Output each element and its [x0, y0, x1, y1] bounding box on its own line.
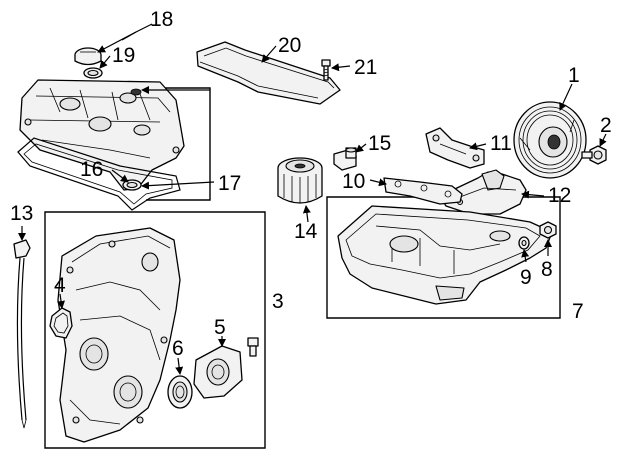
crankshaft-oil-seal[interactable]: [167, 375, 193, 409]
oil-filler-cap[interactable]: [74, 47, 102, 66]
callout-4: 4: [54, 274, 66, 297]
callout-7: 7: [572, 300, 584, 323]
callout-11: 11: [490, 132, 512, 155]
oil-filter[interactable]: [277, 157, 323, 204]
valve-cover-group-bracket: [143, 87, 211, 201]
callout-5: 5: [214, 316, 226, 339]
callout-1: 1: [568, 64, 580, 87]
callout-9: 9: [520, 266, 532, 289]
callout-12: 12: [548, 184, 571, 207]
oil-pressure-fitting[interactable]: [333, 147, 357, 171]
crankshaft-pulley[interactable]: [513, 101, 587, 179]
callout-19: 19: [112, 44, 135, 67]
valve-cover[interactable]: [19, 79, 185, 191]
callout-14: 14: [294, 220, 318, 243]
cover-bolt[interactable]: [321, 59, 331, 81]
drain-plug-bolt[interactable]: [539, 221, 557, 239]
spark-plug-seal[interactable]: [122, 179, 142, 191]
drain-plug-washer[interactable]: [518, 236, 530, 250]
callout-20: 20: [278, 34, 301, 57]
callout-10: 10: [342, 170, 365, 193]
callout-2: 2: [600, 114, 612, 137]
timing-cover-group-bracket: [44, 211, 266, 449]
cover-plate[interactable]: [193, 345, 243, 399]
callout-3: 3: [272, 290, 284, 313]
callout-8: 8: [541, 258, 553, 281]
o-ring[interactable]: [49, 307, 73, 339]
valve-cover-gasket[interactable]: [17, 137, 181, 211]
oil-dipstick[interactable]: [13, 239, 31, 429]
cover-plate-bolt[interactable]: [247, 337, 259, 357]
leader-lines: [18, 23, 607, 375]
callout-6: 6: [172, 337, 184, 360]
callout-13: 13: [10, 202, 33, 225]
callout-21: 21: [354, 56, 377, 79]
oil-filler-cap-seal[interactable]: [83, 67, 103, 79]
callout-17: 17: [218, 172, 241, 195]
oil-pan[interactable]: [337, 205, 553, 305]
callout-15: 15: [368, 132, 391, 155]
callout-labels: 1 2 3 4 5 6 7 8 9 10 11 12 13 14 15 16 1…: [10, 8, 612, 360]
callout-18: 18: [150, 8, 173, 31]
gasket[interactable]: [383, 177, 463, 205]
pulley-bolt[interactable]: [581, 145, 607, 165]
bracket[interactable]: [425, 127, 485, 169]
timing-chain-cover[interactable]: [57, 227, 181, 443]
callout-16: 16: [80, 158, 103, 181]
engine-cover[interactable]: [196, 41, 341, 105]
baffle-plate[interactable]: [439, 169, 527, 215]
